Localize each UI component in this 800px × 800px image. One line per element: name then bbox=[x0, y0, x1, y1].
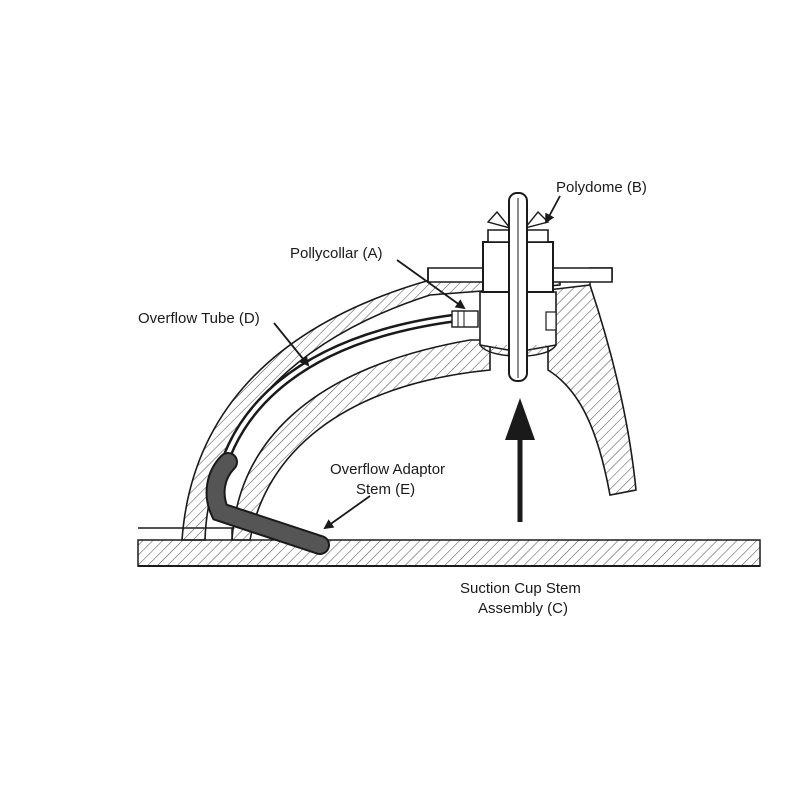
label-pollycollar: Pollycollar (A) bbox=[290, 245, 383, 262]
label-overflow-adaptor-line1: Overflow Adaptor bbox=[330, 461, 445, 478]
upward-arrow bbox=[505, 398, 535, 522]
label-suction-cup-line2: Assembly (C) bbox=[478, 600, 568, 617]
label-overflow-tube: Overflow Tube (D) bbox=[138, 310, 260, 327]
leader-lines bbox=[273, 195, 561, 530]
suction-cup-stem bbox=[508, 192, 528, 382]
right-support-leg bbox=[547, 267, 637, 496]
label-suction-cup-line1: Suction Cup Stem bbox=[460, 580, 581, 597]
overflow-adaptor-stem bbox=[205, 452, 330, 555]
label-overflow-adaptor-line2: Stem (E) bbox=[356, 481, 415, 498]
label-polydome: Polydome (B) bbox=[556, 179, 647, 196]
base-plate bbox=[137, 527, 761, 567]
